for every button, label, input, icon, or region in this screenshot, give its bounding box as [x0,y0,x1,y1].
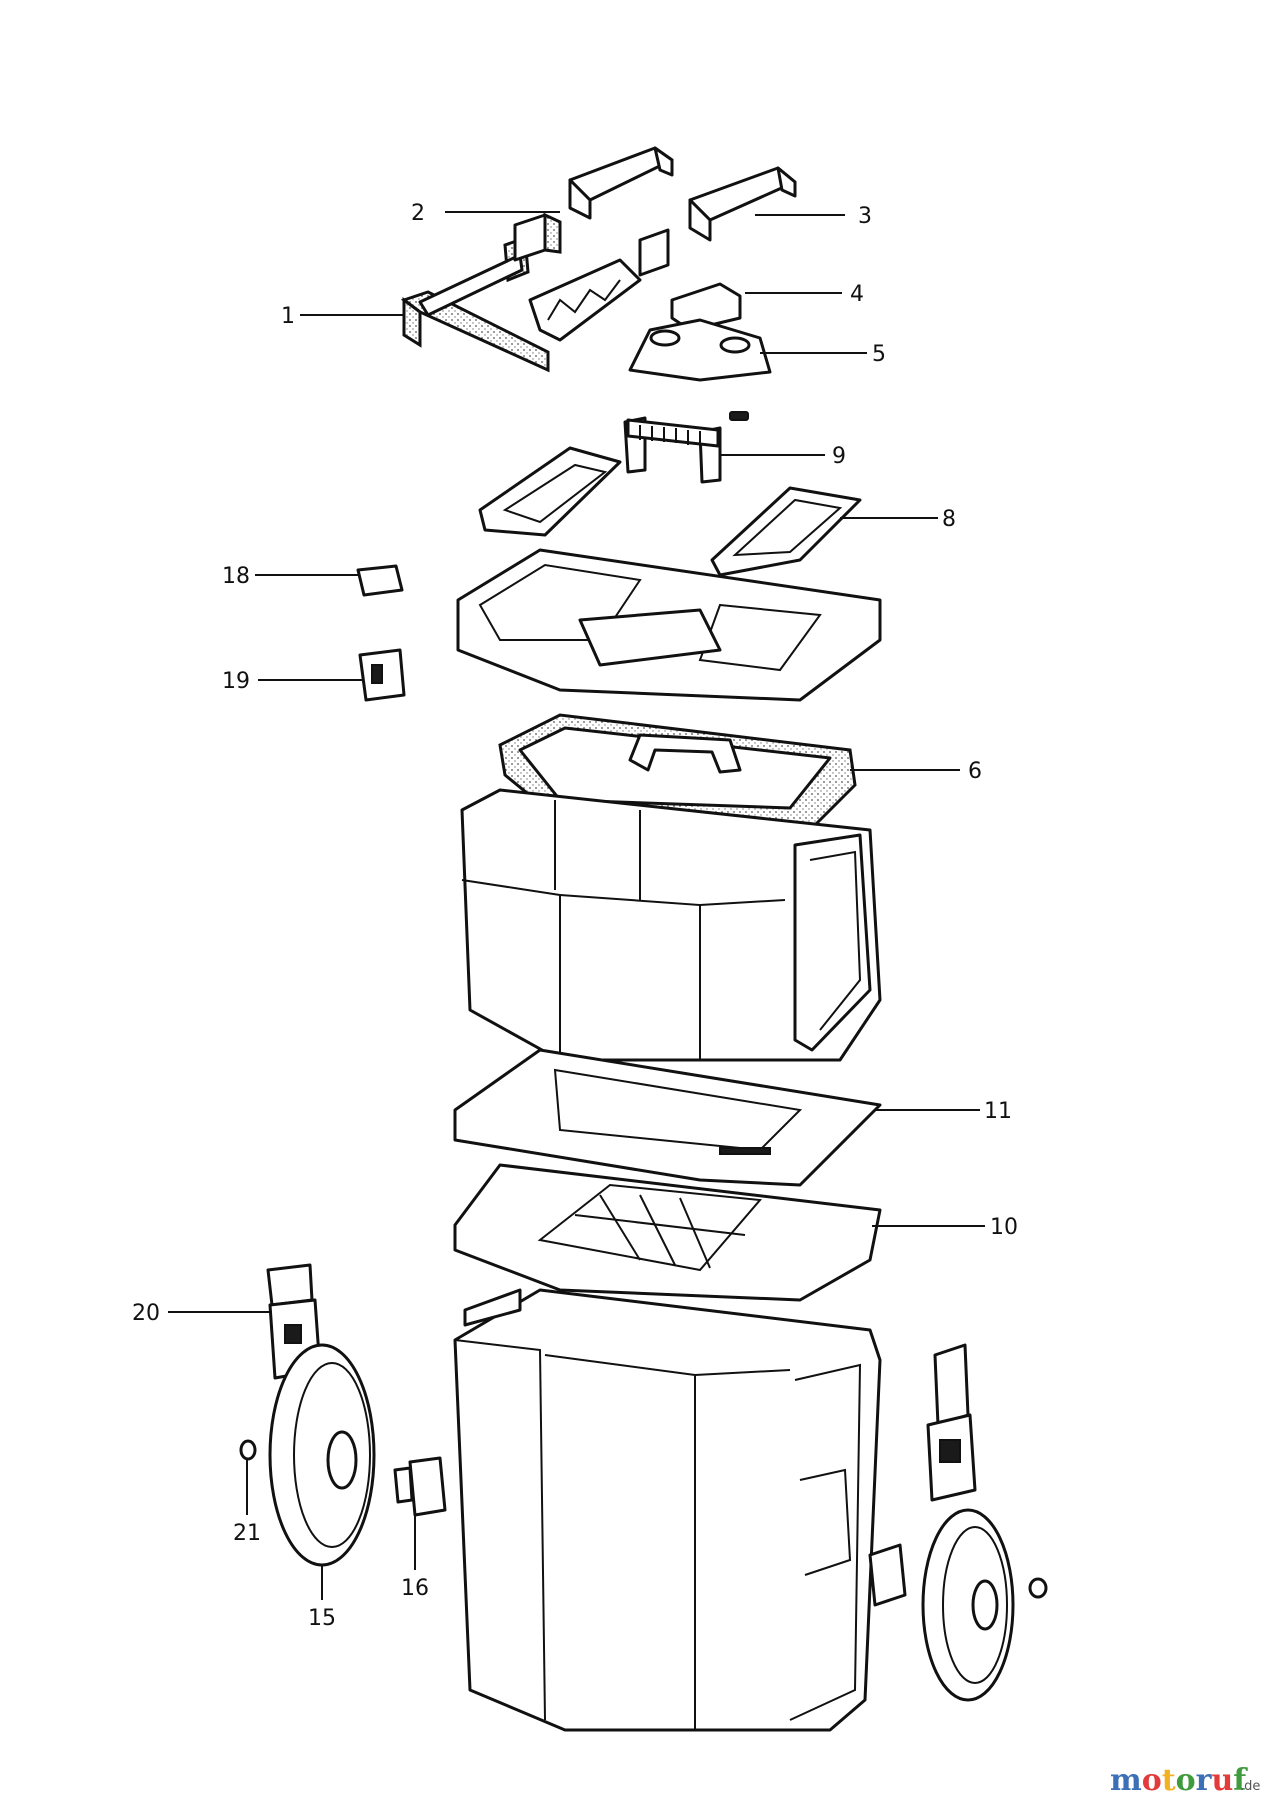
part-21-nut [239,1439,257,1461]
part-15-hub [393,1456,447,1517]
wm-letter: o [1142,1763,1162,1798]
part-11-divider-lid [453,1048,882,1187]
callout-19: 19 [222,669,250,694]
part-16-wheel-left [268,1343,376,1567]
motoruf-watermark: motoruf .de [1110,1763,1260,1798]
callout-20: 20 [132,1301,160,1326]
callout-21: 21 [233,1521,261,1546]
leader-lines [168,211,985,1600]
callout-16: 15 [308,1606,336,1631]
callout-labels: 2 3 1 4 5 9 8 18 19 6 11 10 20 21 15 16 [132,201,1018,1631]
wm-letter: o [1176,1763,1196,1798]
part-10-organizer-tray [453,1163,882,1302]
callout-10: 10 [990,1215,1018,1240]
callout-5: 5 [872,342,886,367]
wm-letter: u [1211,1763,1233,1798]
right-hub [868,1543,1048,1607]
wm-letter: f [1233,1763,1248,1798]
part-5-mount [628,318,772,382]
part-18-latch-clip [356,564,404,597]
callout-8: 8 [942,507,956,532]
part-1-telescopic-handle-lower [400,235,642,373]
main-bottom-case [453,1288,882,1732]
part-8-lid-pad-left [478,446,622,537]
svg-text:motoruf: motoruf [1110,1763,1248,1798]
part-9-carry-handle [623,411,749,484]
wm-letter: m [1110,1763,1142,1798]
callout-9: 9 [832,444,846,469]
callout-15: 16 [401,1576,429,1601]
part-2-connector [513,212,562,262]
callout-6: 6 [968,759,982,784]
part-handle-tube-left [568,146,674,220]
part-19-latch [358,648,406,702]
upper-organizer-body [460,788,882,1062]
callout-3: 3 [858,204,872,229]
callout-4: 4 [850,282,864,307]
right-wheel [921,1508,1015,1702]
callout-1: 1 [281,304,295,329]
part-8-lid-pad-right [710,486,862,577]
callout-2: 2 [411,201,425,226]
wm-suffix: .de [1240,1779,1260,1794]
wm-letter: r [1196,1763,1213,1798]
callout-11: 11 [984,1099,1012,1124]
right-axle-bracket [926,1343,977,1502]
callout-18: 18 [222,564,250,589]
part-4-bracket [670,282,742,332]
top-lid-frame [456,548,882,702]
wm-letter: t [1162,1763,1176,1798]
part-3-handle-tube-right [638,166,797,277]
